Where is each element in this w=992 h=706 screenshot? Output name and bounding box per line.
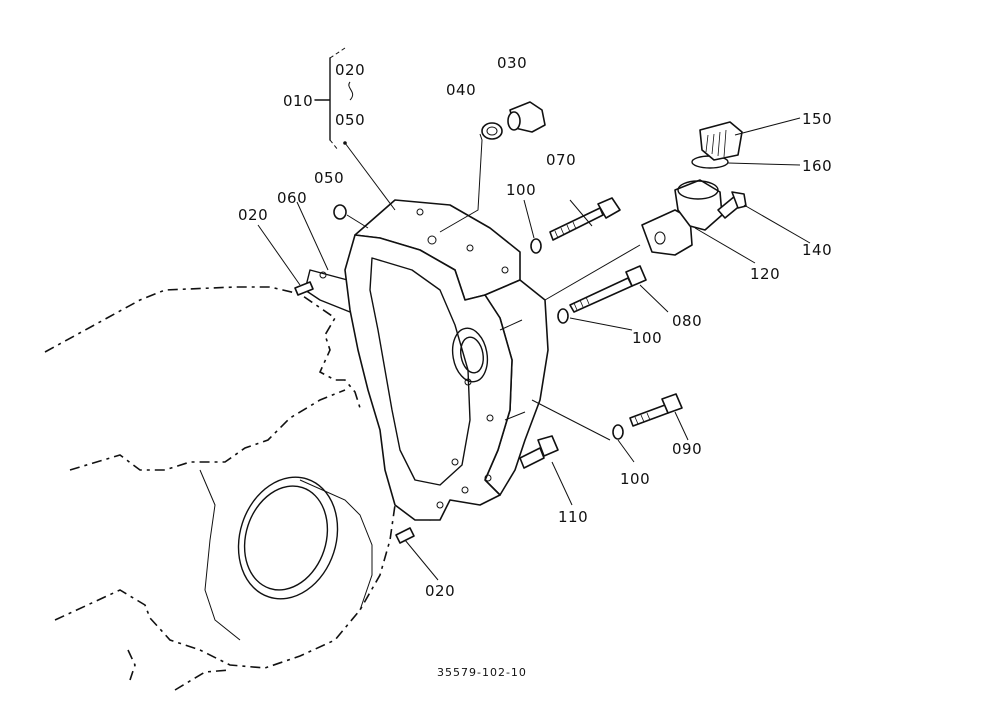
label-090: 090 xyxy=(672,440,702,458)
label-080: 080 xyxy=(672,312,702,330)
label-050-top: 050 xyxy=(335,111,365,129)
label-110: 110 xyxy=(558,508,588,526)
flywheel-housing xyxy=(344,199,549,521)
bolt-080 xyxy=(569,265,647,313)
dowel-pin-left xyxy=(294,281,314,296)
leader-lines xyxy=(257,47,811,581)
label-160: 160 xyxy=(802,157,832,175)
label-120: 120 xyxy=(750,265,780,283)
label-050-pin: 050 xyxy=(314,169,344,187)
label-020-left: 020 xyxy=(238,206,268,224)
label-020-bottom: 020 xyxy=(425,582,455,600)
label-010: 010 xyxy=(283,92,313,110)
label-040: 040 xyxy=(446,81,476,99)
pin-050 xyxy=(333,204,347,220)
washer-100-a xyxy=(530,238,542,254)
washer-100-b xyxy=(557,308,569,324)
bolt-070 xyxy=(549,197,621,241)
dowel-pin-bottom xyxy=(395,527,415,544)
drawing-reference-number: 35579-102-10 xyxy=(437,666,527,679)
filler-cap-150 xyxy=(699,121,743,161)
label-140: 140 xyxy=(802,241,832,259)
label-030: 030 xyxy=(497,54,527,72)
bolt-090 xyxy=(629,393,683,427)
label-100-b: 100 xyxy=(632,329,662,347)
plug-030 xyxy=(507,101,546,133)
part-labels: 010 020 050 030 040 050 060 020 070 100 … xyxy=(238,54,832,600)
label-100-c: 100 xyxy=(620,470,650,488)
label-020-top: 020 xyxy=(335,61,365,79)
bolt-110 xyxy=(519,435,559,469)
bolt-140 xyxy=(717,191,747,219)
filler-elbow-120 xyxy=(641,179,723,256)
label-060: 060 xyxy=(277,189,307,207)
seal-washer-040 xyxy=(481,122,503,140)
label-070: 070 xyxy=(546,151,576,169)
label-100-a: 100 xyxy=(506,181,536,199)
engine-block-outline xyxy=(44,286,396,691)
washer-100-c xyxy=(612,424,624,440)
label-150: 150 xyxy=(802,110,832,128)
